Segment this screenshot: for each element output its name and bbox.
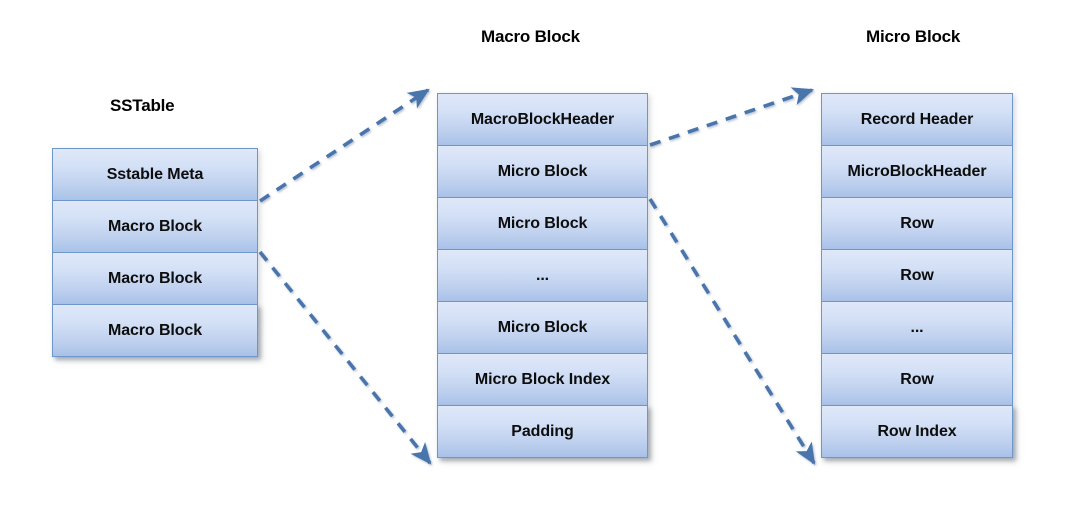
stack-micro-block: Record Header MicroBlockHeader Row Row .… <box>821 93 1013 458</box>
block-macro-micro-block-3[interactable]: Micro Block <box>437 301 648 354</box>
column-title-sstable: SSTable <box>110 96 175 115</box>
block-sstable-macro-block-1[interactable]: Macro Block <box>52 200 258 253</box>
column-title-micro-block: Micro Block <box>866 27 961 46</box>
block-macro-ellipsis[interactable]: ... <box>437 249 648 302</box>
connector-sstable-to-macro-bottom <box>258 250 432 465</box>
column-title-macro-block: Macro Block <box>481 27 580 46</box>
block-macro-micro-block-2[interactable]: Micro Block <box>437 197 648 250</box>
connector-macro-to-micro-top <box>649 87 815 147</box>
block-macro-blockheader[interactable]: MacroBlockHeader <box>437 93 648 146</box>
block-macro-padding[interactable]: Padding <box>437 405 648 458</box>
block-macro-micro-block-index[interactable]: Micro Block Index <box>437 353 648 406</box>
block-micro-record-header[interactable]: Record Header <box>821 93 1013 146</box>
block-micro-blockheader[interactable]: MicroBlockHeader <box>821 145 1013 198</box>
block-sstable-macro-block-2[interactable]: Macro Block <box>52 252 258 305</box>
block-sstable-macro-block-3[interactable]: Macro Block <box>52 304 258 357</box>
block-sstable-meta[interactable]: Sstable Meta <box>52 148 258 201</box>
block-micro-row-2[interactable]: Row <box>821 249 1013 302</box>
block-micro-row-3[interactable]: Row <box>821 353 1013 406</box>
block-micro-row-1[interactable]: Row <box>821 197 1013 250</box>
stack-sstable: Sstable Meta Macro Block Macro Block Mac… <box>52 148 258 357</box>
stack-macro-block: MacroBlockHeader Micro Block Micro Block… <box>437 93 648 458</box>
connector-macro-to-micro-bottom <box>648 198 816 465</box>
connector-sstable-to-macro-top <box>259 88 430 203</box>
block-micro-ellipsis[interactable]: ... <box>821 301 1013 354</box>
block-macro-micro-block-1[interactable]: Micro Block <box>437 145 648 198</box>
block-micro-row-index[interactable]: Row Index <box>821 405 1013 458</box>
